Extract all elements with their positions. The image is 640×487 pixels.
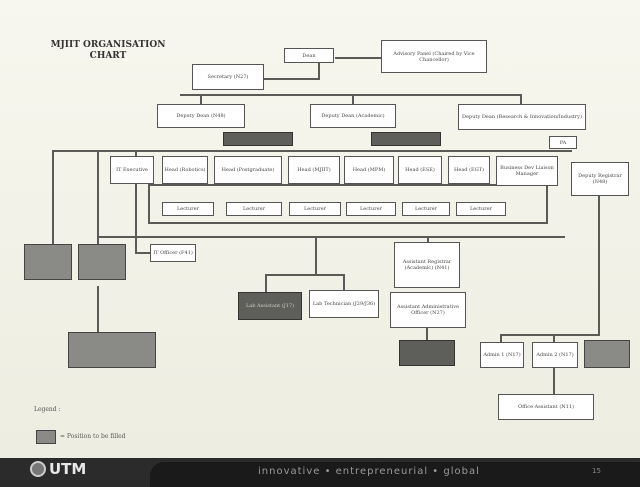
connector bbox=[343, 274, 345, 290]
node-vacant-right bbox=[584, 340, 630, 368]
legend-swatch bbox=[36, 430, 56, 444]
connector bbox=[97, 236, 565, 238]
connector bbox=[500, 334, 600, 336]
connector bbox=[315, 236, 317, 274]
connector bbox=[352, 94, 354, 104]
node-head-6: Head (EGT) bbox=[448, 156, 490, 184]
logo-text: UTM bbox=[49, 460, 87, 478]
node-head-1: Head (Robotics) bbox=[162, 156, 208, 184]
node-asst-admin-officer: Assistant Administrative Officer (N27) bbox=[390, 292, 466, 328]
connector bbox=[200, 94, 202, 104]
connector bbox=[520, 94, 522, 104]
node-deputy-dean-1: Deputy Dean (N48) bbox=[157, 104, 245, 128]
connector bbox=[148, 184, 548, 186]
node-vacant-left-1 bbox=[24, 244, 72, 280]
connector bbox=[318, 63, 320, 79]
chart-title: MJIIT ORGANISATION CHART bbox=[50, 40, 166, 61]
node-lab-assistant: Lab Assistant (J17) bbox=[238, 292, 302, 320]
connector bbox=[52, 150, 54, 246]
connector bbox=[553, 334, 555, 342]
node-head-5: Head (ESE) bbox=[398, 156, 442, 184]
connector bbox=[148, 222, 548, 224]
node-lecturer-6: Lecturer bbox=[456, 202, 506, 216]
connector bbox=[97, 286, 99, 332]
node-vacant-mid bbox=[399, 340, 455, 366]
node-lecturer-5: Lecturer bbox=[402, 202, 450, 216]
node-deputy-dean-research: Deputy Dean (Research & Innovation/Indus… bbox=[458, 104, 586, 130]
connector bbox=[148, 184, 150, 222]
connector bbox=[553, 368, 555, 394]
connector bbox=[135, 150, 137, 156]
node-lecturer-2: Lecturer bbox=[226, 202, 282, 216]
node-deputy-dean-academic: Deputy Dean (Academic) bbox=[310, 104, 396, 128]
node-vacant-left-2 bbox=[78, 244, 126, 280]
connector bbox=[500, 334, 502, 342]
footer-band bbox=[150, 462, 640, 487]
node-admin-1: Admin 1 (N17) bbox=[480, 342, 524, 368]
node-deputy-registrar: Deputy Registrar (N48) bbox=[571, 162, 629, 196]
footer-tagline: innovative • entrepreneurial • global bbox=[258, 466, 480, 477]
node-head-2: Head (Postgraduate) bbox=[214, 156, 282, 184]
node-office-assistant: Office Assistant (N11) bbox=[498, 394, 594, 420]
node-admin-2: Admin 2 (N17) bbox=[532, 342, 578, 368]
connector bbox=[180, 94, 522, 96]
node-vacant-deputy-2 bbox=[371, 132, 441, 146]
node-lecturer-1: Lecturer bbox=[162, 202, 214, 216]
node-pa: PA bbox=[549, 136, 577, 149]
node-dean: Dean bbox=[284, 48, 334, 63]
node-head-3: Head (MJIIT) bbox=[288, 156, 340, 184]
connector bbox=[546, 184, 548, 222]
node-lecturer-3: Lecturer bbox=[289, 202, 341, 216]
node-it-executive: IT Executive bbox=[110, 156, 154, 184]
connector bbox=[52, 150, 572, 152]
node-vacant-deputy-1 bbox=[223, 132, 293, 146]
node-lecturer-4: Lecturer bbox=[346, 202, 396, 216]
utm-logo: UTM bbox=[30, 460, 86, 478]
connector bbox=[230, 78, 320, 80]
node-advisory-panel: Advisory Panel (Chaired by Vice Chancell… bbox=[381, 40, 487, 73]
connector bbox=[97, 150, 99, 246]
node-business-dev: Business Dev Liaison Manager bbox=[496, 156, 558, 186]
connector bbox=[427, 236, 429, 244]
node-secretary: Secretary (N27) bbox=[192, 64, 264, 90]
node-it-officer: IT Officer (F41) bbox=[150, 244, 196, 262]
utm-crest-icon bbox=[30, 461, 46, 477]
node-asst-registrar-academic: Assistant Registrar (Academic) (N41) bbox=[394, 242, 460, 288]
connector bbox=[335, 57, 381, 59]
node-lab-technician: Lab Technician (J29/J36) bbox=[309, 290, 379, 318]
page-number: 15 bbox=[592, 467, 601, 475]
node-vacant-left-3 bbox=[68, 332, 156, 368]
connector bbox=[265, 274, 267, 294]
legend-label: Legend : bbox=[34, 406, 61, 413]
legend-text: = Position to be filled bbox=[60, 433, 126, 440]
connector bbox=[598, 196, 600, 336]
connector bbox=[135, 180, 137, 252]
connector bbox=[426, 326, 428, 342]
node-head-4: Head (MPM) bbox=[344, 156, 394, 184]
connector bbox=[265, 274, 345, 276]
connector bbox=[135, 252, 151, 254]
